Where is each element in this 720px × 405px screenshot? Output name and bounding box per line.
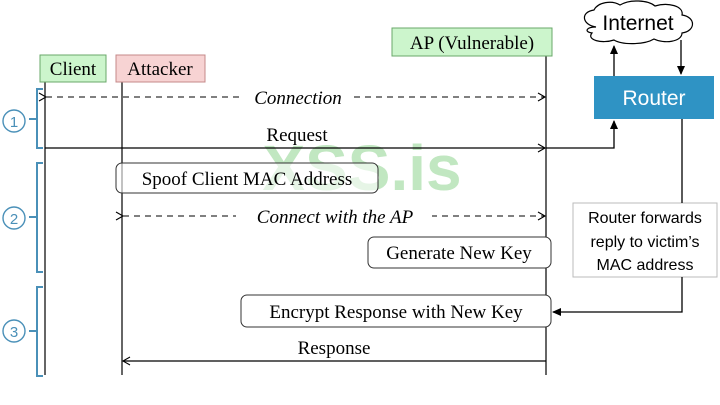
router-forward-note: Router forwards reply to victim’s MAC ad… [572,202,718,278]
phase-3: 3 [2,286,43,377]
client-actor: Client [39,54,107,83]
router-note-line2: reply to victim’s [590,234,699,251]
ap-label: AP (Vulnerable) [410,33,534,54]
spoof-mac-step: Spoof Client MAC Address [115,162,379,194]
phase-3-number: 3 [10,324,18,341]
router-note-line3: MAC address [597,257,694,274]
phase-1-number: 1 [10,114,18,131]
phase-1: 1 [2,88,43,149]
router-note-line1: Router forwards [588,210,702,227]
request-label: Request [266,125,328,146]
phase-2-number: 2 [10,211,18,228]
response-label: Response [298,338,371,359]
encrypt-response-step: Encrypt Response with New Key [240,294,552,328]
ap-actor: AP (Vulnerable) [391,27,553,57]
spoof-mac-label: Spoof Client MAC Address [142,169,353,190]
router-to-encrypt-arrow [552,277,683,316]
router-label: Router [622,87,685,110]
connection-label: Connection [254,88,342,109]
router-box: Router [594,76,714,119]
client-label: Client [50,59,97,80]
attacker-actor: Attacker [115,54,206,83]
connect-ap-label: Connect with the AP [257,207,414,228]
generate-key-label: Generate New Key [386,243,532,264]
attacker-label: Attacker [127,59,193,80]
ap-to-router-arrow [546,120,618,149]
internet-cloud: Internet [583,0,694,45]
encrypt-response-label: Encrypt Response with New Key [269,302,523,323]
internet-label: Internet [602,12,673,35]
generate-key-step: Generate New Key [367,236,552,269]
phase-2: 2 [2,162,43,273]
